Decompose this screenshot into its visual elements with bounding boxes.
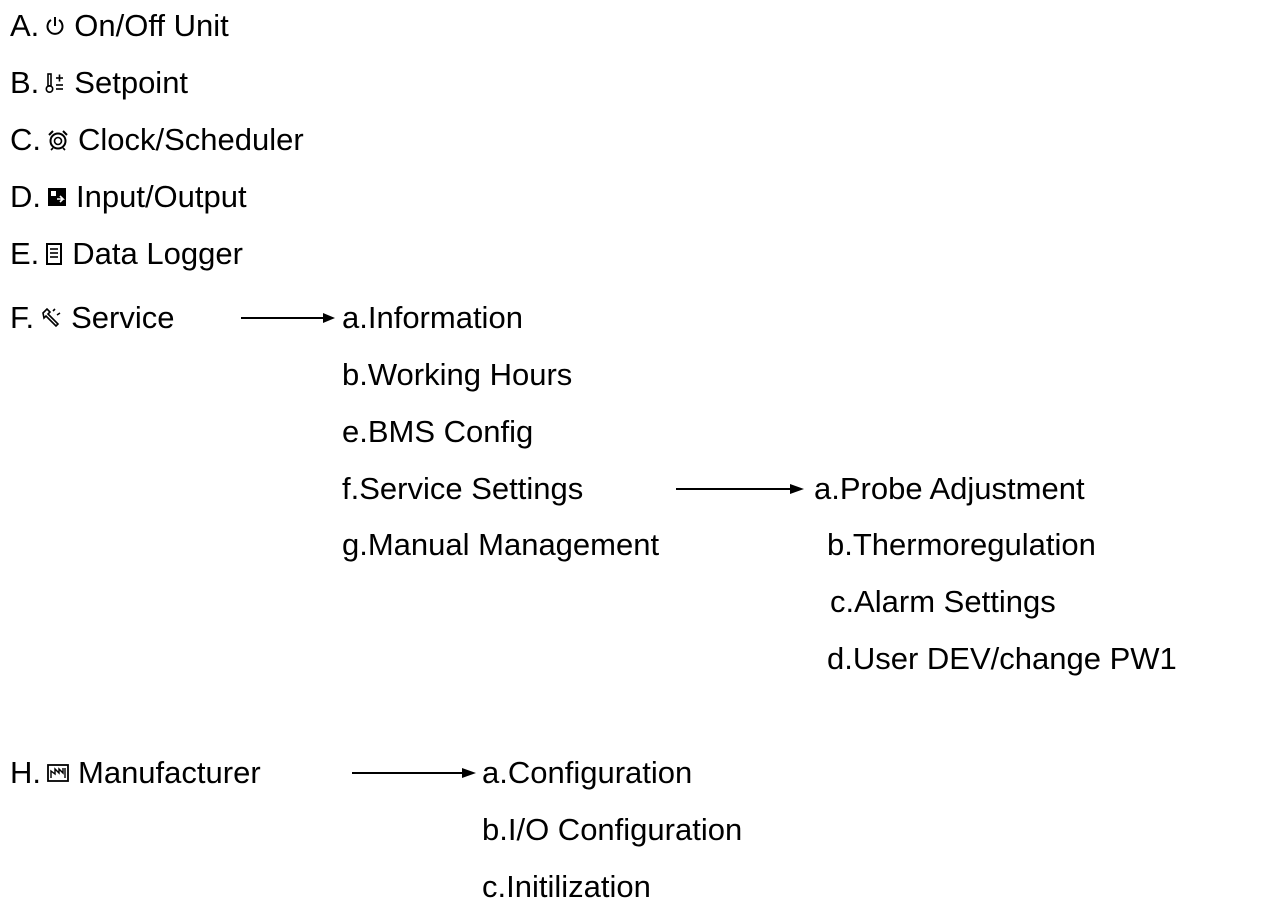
menu-item-data-logger: E. Data Logger xyxy=(10,236,243,272)
menu-letter: D. xyxy=(10,179,41,214)
service-settings-arrow xyxy=(676,481,804,497)
power-icon xyxy=(45,15,65,37)
document-icon xyxy=(45,243,63,265)
service-settings-thermoregulation: b.Thermoregulation xyxy=(827,527,1096,562)
menu-item-service: F. Service xyxy=(10,300,175,336)
menu-letter: A. xyxy=(10,8,40,43)
menu-label: Service xyxy=(71,300,175,335)
service-submenu-manual-management: g.Manual Management xyxy=(342,527,660,562)
input-output-icon xyxy=(47,187,67,207)
service-arrow xyxy=(241,310,335,326)
alarm-clock-icon xyxy=(47,129,69,151)
menu-letter: C. xyxy=(10,122,41,157)
wrench-icon xyxy=(40,307,62,329)
menu-letter: F. xyxy=(10,300,35,335)
menu-item-manufacturer: H. Manufacturer xyxy=(10,755,261,791)
factory-icon xyxy=(47,763,69,783)
menu-label: Setpoint xyxy=(74,65,189,100)
menu-label: Data Logger xyxy=(72,236,243,271)
menu-label: Manufacturer xyxy=(78,755,261,790)
manufacturer-submenu-io-configuration: b.I/O Configuration xyxy=(482,812,743,847)
service-submenu-service-settings: f.Service Settings xyxy=(342,471,584,506)
menu-label: Clock/Scheduler xyxy=(78,122,304,157)
menu-letter: H. xyxy=(10,755,41,790)
menu-item-input-output: D. Input/Output xyxy=(10,179,247,215)
thermometer-setpoint-icon xyxy=(45,72,65,94)
service-settings-probe-adjustment: a.Probe Adjustment xyxy=(814,471,1085,506)
menu-label: On/Off Unit xyxy=(74,8,229,43)
manufacturer-submenu-configuration: a.Configuration xyxy=(482,755,693,790)
menu-letter: E. xyxy=(10,236,40,271)
manufacturer-arrow xyxy=(352,765,476,781)
menu-item-clock-scheduler: C. Clock/Scheduler xyxy=(10,122,304,158)
menu-label: Input/Output xyxy=(76,179,247,214)
manufacturer-submenu-initilization: c.Initilization xyxy=(482,869,651,904)
service-submenu-working-hours: b.Working Hours xyxy=(342,357,573,392)
menu-item-on-off-unit: A. On/Off Unit xyxy=(10,8,229,44)
service-submenu-bms-config: e.BMS Config xyxy=(342,414,534,449)
menu-item-setpoint: B. Setpoint xyxy=(10,65,188,101)
service-submenu-information: a.Information xyxy=(342,300,523,335)
menu-letter: B. xyxy=(10,65,40,100)
service-settings-alarm-settings: c.Alarm Settings xyxy=(830,584,1056,619)
service-settings-user-dev: d.User DEV/change PW1 xyxy=(827,641,1177,676)
